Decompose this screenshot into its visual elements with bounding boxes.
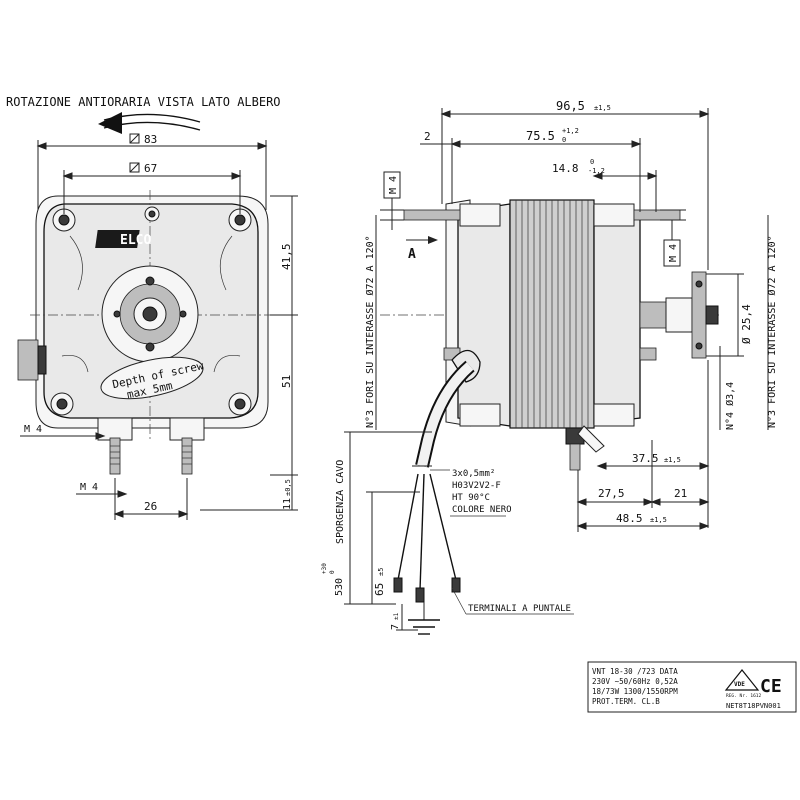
plate-line-1: VNT 18-30 /723 DATA bbox=[592, 667, 678, 676]
dim-14-8-tol-down: -1,2 bbox=[588, 167, 605, 175]
terminali-label: TERMINALI A PUNTALE bbox=[468, 604, 571, 614]
dim-65-tol: ±5 bbox=[377, 568, 385, 576]
brand-text: ELCO bbox=[120, 233, 151, 248]
dim-21-label: 21 bbox=[674, 487, 687, 500]
dim-m4-bottom-label: M 4 bbox=[80, 482, 98, 493]
rotation-title: ROTAZIONE ANTIORARIA VISTA LATO ALBERO bbox=[6, 95, 281, 109]
dim-7-label: 7 bbox=[390, 624, 401, 630]
dim-m4-right bbox=[660, 209, 686, 267]
rating-plate: VNT 18-30 /723 DATA 230V ~50/60Hz 0,52A … bbox=[587, 661, 797, 713]
plate-code: NET8T18PVN001 bbox=[726, 702, 781, 710]
dim-65-label: 65 bbox=[373, 583, 386, 596]
dim-48-5 bbox=[576, 522, 710, 530]
bottom-pins bbox=[97, 417, 205, 475]
dim-67 bbox=[62, 170, 242, 214]
dim-37-5 bbox=[596, 360, 710, 528]
mount-hole-top-right bbox=[228, 208, 252, 232]
dim-2-label: 2 bbox=[424, 130, 431, 143]
mount-hole-bottom-right bbox=[228, 392, 252, 416]
dim-51 bbox=[270, 315, 298, 476]
ce-mark-text: CE bbox=[760, 676, 782, 697]
dim-3-4-label: N°4 Ø3,4 bbox=[724, 382, 736, 430]
dim-26 bbox=[113, 478, 189, 520]
holes-left-label: N°3 FORI SU INTERASSE Ø72 A 120° bbox=[364, 235, 376, 428]
dim-sporgenza bbox=[344, 431, 432, 605]
dim-83 bbox=[36, 140, 268, 210]
shaft bbox=[639, 271, 719, 359]
dim-75-5-tol-down: 0 bbox=[562, 136, 566, 144]
dim-m4-top bbox=[380, 171, 404, 230]
cable-spec-4: COLORE NERO bbox=[452, 505, 512, 515]
dim-37-5-tol: ±1,5 bbox=[664, 456, 681, 464]
plate-line-2: 230V ~50/60Hz 0,52A bbox=[592, 677, 678, 686]
dim-7-tol: ±1 bbox=[393, 612, 400, 620]
dim-75-5-tol-up: +1,2 bbox=[562, 127, 579, 135]
plate-line-4: PROT.TERM. CL.B bbox=[592, 697, 660, 706]
dim-41-5-label: 41,5 bbox=[280, 244, 293, 271]
reg-number: REG. Nr. 1612 bbox=[726, 693, 762, 699]
dim-96-5-label: 96,5 bbox=[556, 99, 585, 113]
dim-37-5-label: 37.5 bbox=[632, 452, 659, 465]
dim-m4-left bbox=[20, 432, 106, 440]
dim-25-4-label: Ø 25,4 bbox=[740, 304, 753, 344]
side-view: 96,5 ±1,5 75.5 +1,2 0 2 14.8 0 -1,2 M 4 bbox=[364, 99, 778, 532]
cable-assembly: 3x0,5mm² H03V2V2-F HT 90°C COLORE NERO S… bbox=[321, 360, 574, 635]
dim-530-label: 530 bbox=[334, 578, 345, 596]
dim-530-tol-up: +30 bbox=[321, 563, 328, 574]
rotation-arrow-icon bbox=[98, 112, 201, 134]
dim-14-8-label: 14.8 bbox=[552, 162, 579, 175]
view-a-label: A bbox=[408, 247, 416, 262]
ce-mark-icon: CE bbox=[760, 676, 782, 697]
stator-stack bbox=[509, 199, 595, 429]
front-view: ELCO Depth of screw max 5mm bbox=[17, 133, 298, 520]
sporgenza-label: SPORGENZA CAVO bbox=[335, 460, 346, 544]
ground-icon bbox=[408, 602, 440, 635]
dim-25-4 bbox=[706, 273, 744, 357]
dim-96-5-tol: ±1,5 bbox=[594, 104, 611, 112]
dim-11-tol: ±0,5 bbox=[284, 479, 292, 496]
dim-m4-right-label: M 4 bbox=[668, 244, 679, 262]
plate-line-3: 18/73W 1300/1550RPM bbox=[592, 687, 678, 696]
cable-spec-2: H03V2V2-F bbox=[452, 481, 501, 491]
dim-27-5-label: 27,5 bbox=[598, 487, 625, 500]
dim-75-5 bbox=[450, 138, 642, 212]
vde-mark-icon: VDE bbox=[724, 669, 760, 691]
dim-51-label: 51 bbox=[280, 375, 293, 388]
dim-7 bbox=[396, 604, 418, 631]
dim-11-label: 11 bbox=[282, 498, 293, 510]
dim-65 bbox=[366, 491, 420, 604]
dim-48-5-label: 48.5 bbox=[616, 512, 643, 525]
dim-530-tol-down: 0 bbox=[329, 570, 336, 574]
vde-mark-text: VDE bbox=[734, 681, 745, 688]
mount-hole-bottom-left bbox=[50, 392, 74, 416]
dim-2 bbox=[420, 143, 452, 204]
cable-spec-3: HT 90°C bbox=[452, 493, 490, 503]
dim-41-5 bbox=[270, 195, 298, 316]
dim-m4-top-label: M 4 bbox=[388, 176, 399, 194]
dim-m4-bottom bbox=[76, 490, 128, 498]
dim-75-5-label: 75.5 bbox=[526, 129, 555, 143]
view-a-arrow bbox=[406, 236, 438, 244]
dim-m4-left-label: M 4 bbox=[24, 424, 42, 435]
left-shaft-stub bbox=[17, 339, 47, 381]
cable-spec-1: 3x0,5mm² bbox=[452, 469, 495, 479]
dim-14-8-tol-up: 0 bbox=[590, 158, 594, 166]
brand-logo: ELCO bbox=[95, 230, 151, 248]
holes-right-label: N°3 FORI SU INTERASSE Ø72 A 120° bbox=[766, 235, 778, 428]
dim-26-label: 26 bbox=[144, 500, 157, 513]
dim-11 bbox=[200, 475, 298, 511]
dim-83-label: 83 bbox=[144, 133, 157, 146]
dim-48-5-tol: ±1,5 bbox=[650, 516, 667, 524]
dim-27-5-21 bbox=[576, 440, 710, 532]
dim-67-label: 67 bbox=[144, 162, 157, 175]
dim-14-8 bbox=[592, 170, 658, 212]
